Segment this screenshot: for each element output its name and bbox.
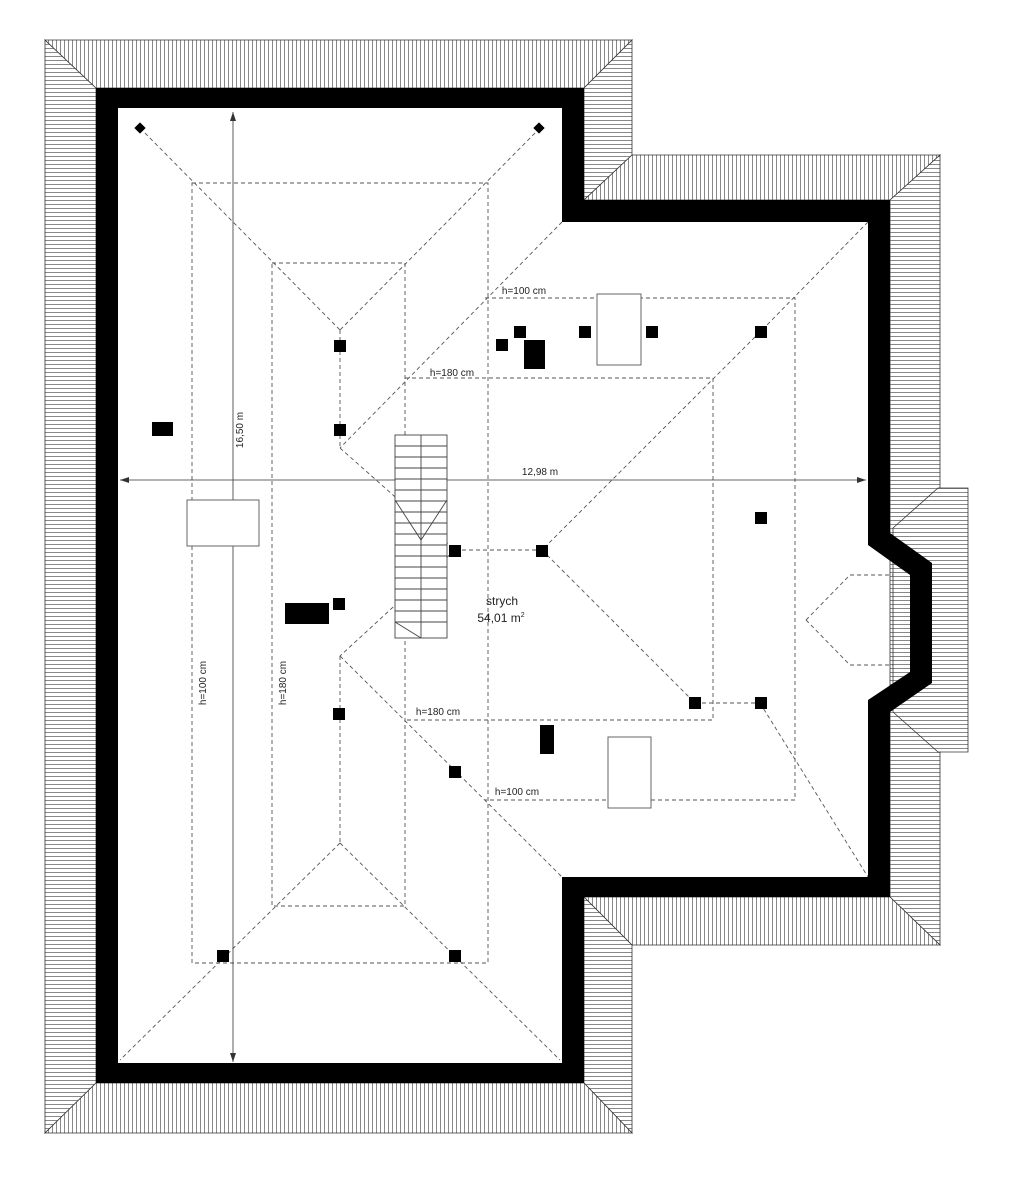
height-label-vertical-180: h=180 cm: [278, 661, 289, 705]
room-name-label: strych: [486, 594, 518, 608]
room-area-value: 54,01 m: [477, 611, 520, 625]
room-area-superscript: 2: [521, 612, 525, 619]
height-label-bottom-100: h=100 cm: [495, 787, 539, 798]
staircase: [394, 434, 448, 639]
height-label-vertical-100: h=100 cm: [198, 661, 209, 705]
structural-posts: [134, 122, 767, 962]
dimension-height-label: 16,50 m: [235, 412, 246, 448]
height-label-top-100: h=100 cm: [502, 286, 546, 297]
dimension-arrows: [120, 112, 866, 1062]
height-label-top-180: h=180 cm: [430, 368, 474, 379]
height-label-bottom-180: h=180 cm: [416, 707, 460, 718]
roof-windows: [186, 293, 652, 809]
room-area-label: 54,01 m2: [477, 611, 524, 625]
dimension-lines: [120, 112, 866, 1062]
dimension-width-label: 12,98 m: [522, 467, 558, 478]
